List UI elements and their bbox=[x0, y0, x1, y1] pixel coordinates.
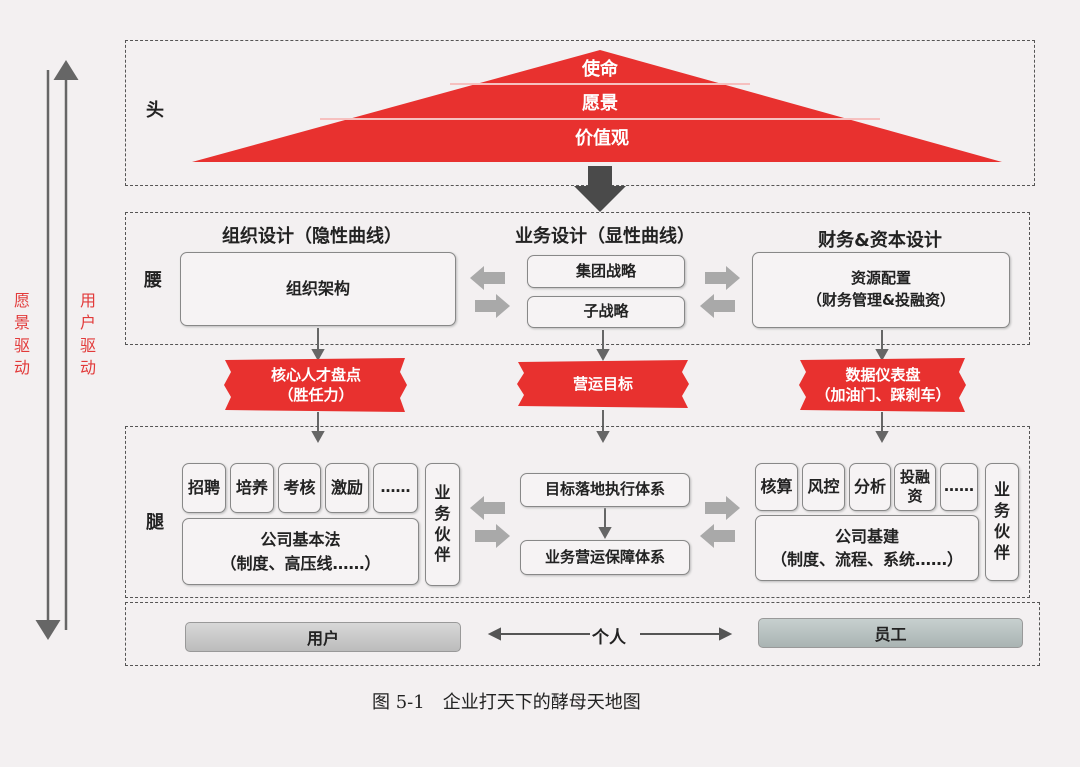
finance-design-title: 财务&资本设计 bbox=[818, 230, 942, 251]
investment-box: 投融资 bbox=[894, 463, 936, 511]
leg-section bbox=[125, 426, 1030, 598]
left-arrow-icon bbox=[470, 496, 505, 520]
head-label: 头 bbox=[146, 100, 164, 121]
side-arrows bbox=[35, 60, 79, 640]
incentive-box: 激励 bbox=[325, 463, 369, 513]
right-arrow-icon bbox=[705, 496, 740, 520]
vision: 愿景 bbox=[582, 93, 618, 114]
dashboard-banner: 数据仪表盘 （加油门、踩刹车） bbox=[804, 360, 962, 410]
ribbon-shapes bbox=[224, 358, 966, 412]
basic-law-line2: （制度、高压线……） bbox=[220, 553, 381, 573]
assess-box: 考核 bbox=[278, 463, 321, 513]
vision-driven-label: 愿景驱动 bbox=[13, 291, 30, 378]
dashboard-line2: （加油门、踩刹车） bbox=[815, 386, 951, 404]
dashboard-line1: 数据仪表盘 bbox=[845, 365, 921, 384]
big-down-arrow-icon bbox=[574, 166, 626, 212]
business-design-title: 业务设计（显性曲线） bbox=[515, 226, 695, 247]
more-box: …… bbox=[373, 463, 418, 513]
org-structure-box: 组织架构 bbox=[180, 252, 456, 326]
resource-line2: （财务管理&投融资） bbox=[806, 291, 956, 309]
risk-control-box: 风控 bbox=[802, 463, 845, 511]
resource-line1: 资源配置 bbox=[850, 269, 911, 288]
operating-target-banner: 营运目标 bbox=[572, 374, 633, 393]
operation-support-box: 业务营运保障体系 bbox=[520, 540, 690, 575]
accounting-box: 核算 bbox=[755, 463, 798, 511]
right-arrow-icon bbox=[475, 524, 510, 548]
company-basic-law-box: 公司基本法 （制度、高压线……） bbox=[182, 518, 419, 585]
right-arrow-icon bbox=[705, 266, 740, 290]
goal-execution-box: 目标落地执行体系 bbox=[520, 473, 690, 507]
leg-label: 腿 bbox=[146, 512, 164, 533]
double-arrow-icon bbox=[487, 627, 733, 641]
left-partner-box: 业务伙伴 bbox=[425, 463, 460, 586]
right-partner-box: 业务伙伴 bbox=[985, 463, 1019, 581]
analysis-box: 分析 bbox=[849, 463, 891, 511]
talent-review-line1: 核心人才盘点 bbox=[270, 365, 361, 384]
user-bar: 用户 bbox=[185, 622, 461, 652]
left-arrow-icon bbox=[700, 294, 735, 318]
waist-section bbox=[125, 212, 1030, 345]
employee-bar: 员工 bbox=[758, 618, 1023, 648]
resource-allocation-box: 资源配置 （财务管理&投融资） bbox=[752, 252, 1010, 328]
infrastructure-line1: 公司基建 bbox=[834, 526, 899, 546]
recruit-box: 招聘 bbox=[182, 463, 226, 513]
basic-law-line1: 公司基本法 bbox=[260, 530, 341, 550]
right-arrow-icon bbox=[475, 294, 510, 318]
more-box: …… bbox=[940, 463, 978, 511]
value-triangle bbox=[192, 50, 1002, 212]
figure-caption: 图 5-1 企业打天下的酵母天地图 bbox=[372, 692, 641, 713]
bottom-section bbox=[125, 602, 1040, 666]
talent-review-banner: 核心人才盘点 （胜任力） bbox=[230, 360, 402, 410]
user-driven-label: 用户驱动 bbox=[79, 291, 96, 378]
talent-review-line2: （胜任力） bbox=[278, 386, 354, 404]
values: 价值观 bbox=[575, 128, 629, 149]
head-section bbox=[125, 40, 1035, 186]
sub-strategy-box: 子战略 bbox=[527, 296, 685, 328]
org-design-title: 组织设计（隐性曲线） bbox=[222, 226, 402, 247]
infrastructure-line2: （制度、流程、系统……） bbox=[770, 550, 963, 569]
waist-label: 腰 bbox=[144, 270, 162, 291]
train-box: 培养 bbox=[230, 463, 274, 513]
group-strategy-box: 集团战略 bbox=[527, 255, 685, 288]
company-infrastructure-box: 公司基建 （制度、流程、系统……） bbox=[755, 515, 979, 581]
mission: 使命 bbox=[582, 59, 618, 80]
left-arrow-icon bbox=[700, 524, 735, 548]
left-arrow-icon bbox=[470, 266, 505, 290]
individual-label: 个人 bbox=[592, 628, 626, 648]
